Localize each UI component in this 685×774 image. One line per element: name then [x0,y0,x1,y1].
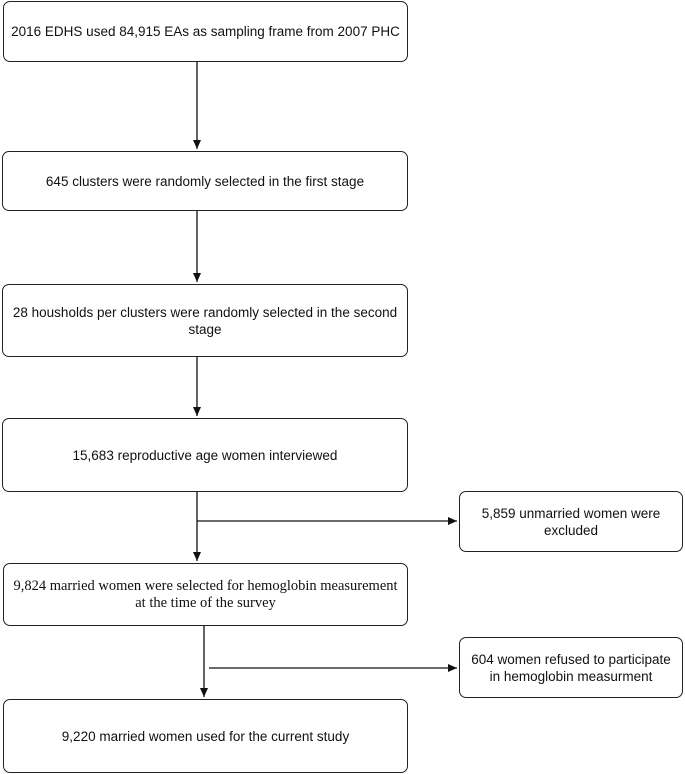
step-married-women-selected: 9,824 married women were selected for he… [3,563,408,626]
exclusion-unmarried: 5,859 unmarried women were excluded [459,491,683,552]
step-household-selection: 28 housholds per clusters were randomly … [2,284,408,357]
step-final-study-sample: 9,220 married women used for the current… [3,699,408,773]
step-sampling-frame: 2016 EDHS used 84,915 EAs as sampling fr… [3,1,408,62]
step-cluster-selection: 645 clusters were randomly selected in t… [2,151,408,211]
exclusion-refused: 604 women refused to participate in hemo… [459,637,683,698]
step-women-interviewed: 15,683 reproductive age women interviewe… [2,418,408,492]
